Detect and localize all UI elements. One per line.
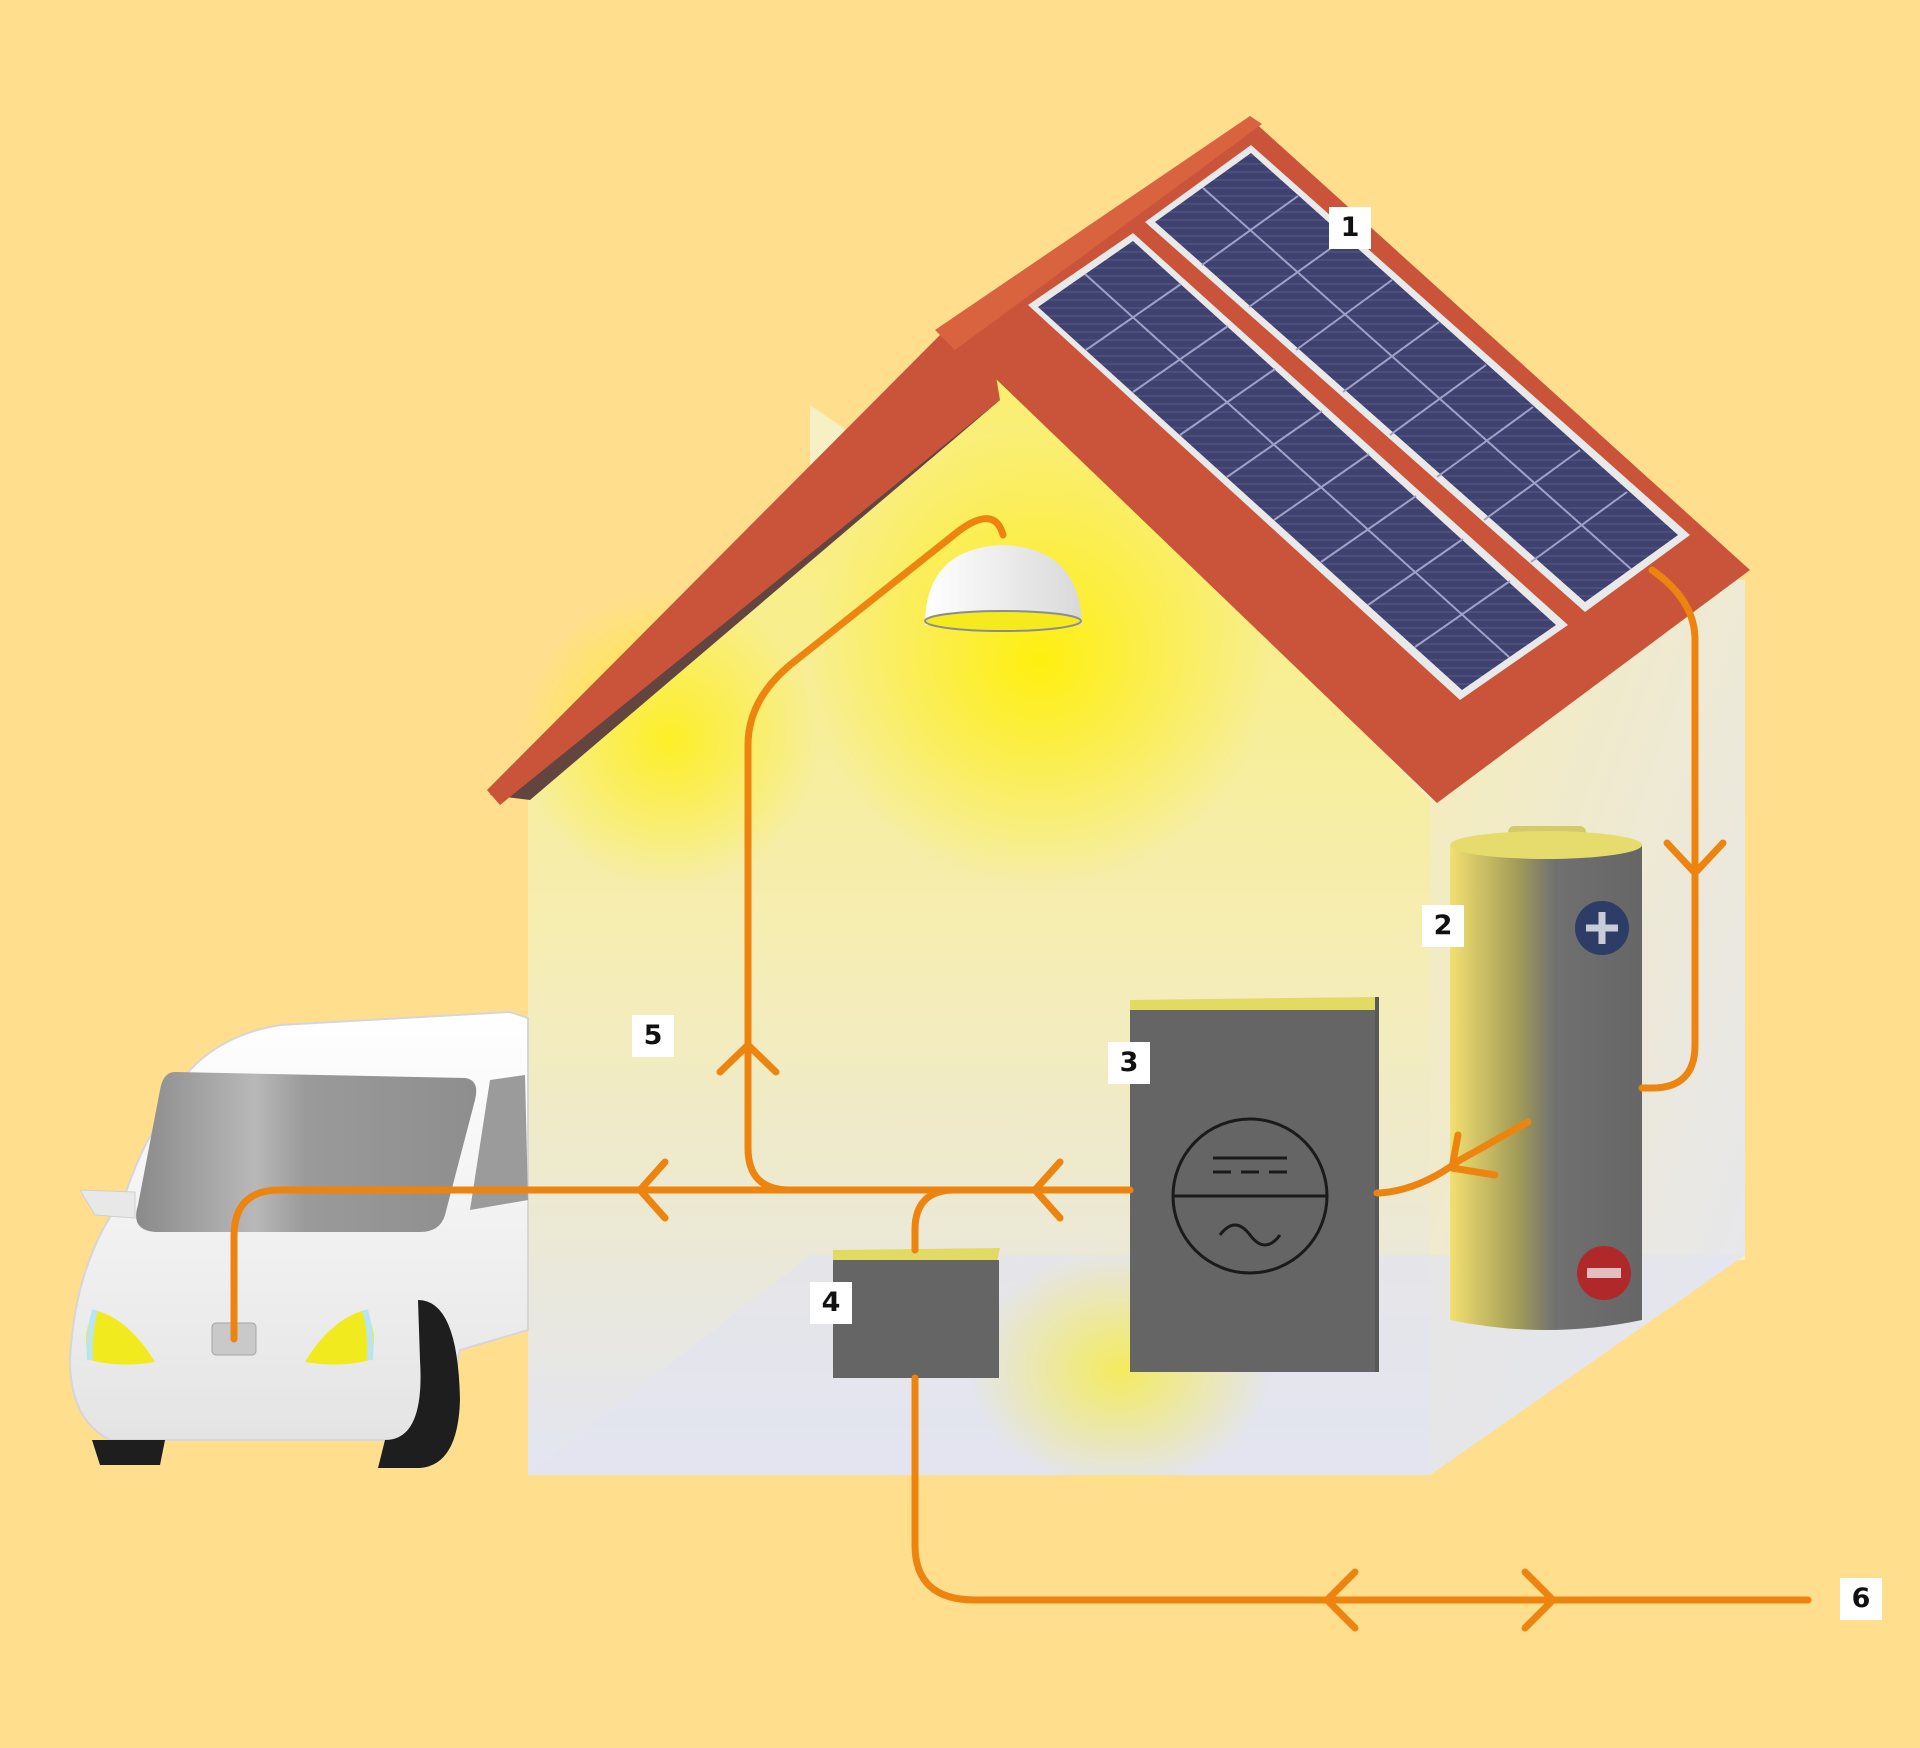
arrow-up-left [716, 1041, 780, 1076]
roof-left-slope [487, 330, 1000, 805]
car-side-window [470, 1075, 528, 1210]
solar-panels [1028, 145, 1690, 700]
inverter-ac-wave [1218, 1223, 1282, 1247]
wire-battery-to-inverter [1373, 1118, 1532, 1197]
car-wheel-left [92, 1440, 165, 1465]
label-battery: 2 [1422, 905, 1464, 947]
meter-box-icon [833, 1248, 1000, 1378]
label-consumers: 5 [632, 1015, 674, 1057]
meter-top [833, 1248, 1000, 1262]
label-solar-panels: 1 [1329, 207, 1371, 249]
wire-meter-to-grid [911, 1374, 1812, 1604]
wire-panel-to-battery [1638, 566, 1699, 1092]
battery-plus-sign [1586, 912, 1618, 944]
label-inverter: 3 [1108, 1042, 1150, 1084]
battery-top [1450, 831, 1642, 859]
label-grid: 6 [1840, 1578, 1882, 1620]
lamp-bulb [924, 610, 1082, 632]
arrow-left-inverter [1031, 1158, 1064, 1222]
battery-icon [1450, 826, 1642, 1330]
arrow-battery-inverter [1448, 1131, 1499, 1179]
roof-ridge-cap [935, 116, 1262, 350]
arrow-grid-left [1323, 1568, 1359, 1632]
wire-to-lamp [744, 515, 1007, 1194]
car-headlight-left-rim [86, 1309, 98, 1361]
wire-to-car [230, 1186, 532, 1343]
electric-car-icon [68, 1010, 529, 1468]
battery-body [1450, 835, 1642, 1330]
car-headlight-right [305, 1310, 374, 1365]
arrow-grid-right [1521, 1568, 1557, 1632]
arrow-down-right [1663, 839, 1727, 877]
car-headlight-right-rim [362, 1309, 374, 1361]
arrow-left-mid [636, 1158, 669, 1222]
car-headlight-left [86, 1310, 155, 1365]
lamp-shade [925, 545, 1082, 625]
car-wheel-right [378, 1300, 460, 1468]
inverter-icon [1130, 997, 1379, 1372]
label-meter: 4 [810, 1282, 852, 1324]
battery-minus-sign [1587, 1268, 1621, 1278]
car-mirror [79, 1189, 136, 1219]
inverter-body [1130, 1010, 1377, 1372]
inverter-top [1130, 997, 1377, 1012]
ceiling-lamp-icon [924, 545, 1082, 632]
meter-body [833, 1260, 999, 1378]
solar-cell-lines [1084, 187, 1632, 658]
wires [230, 515, 1812, 1632]
glow-lamp [810, 430, 1270, 890]
wire-meter-to-bus [911, 1186, 959, 1254]
car-windshield [136, 1072, 477, 1232]
